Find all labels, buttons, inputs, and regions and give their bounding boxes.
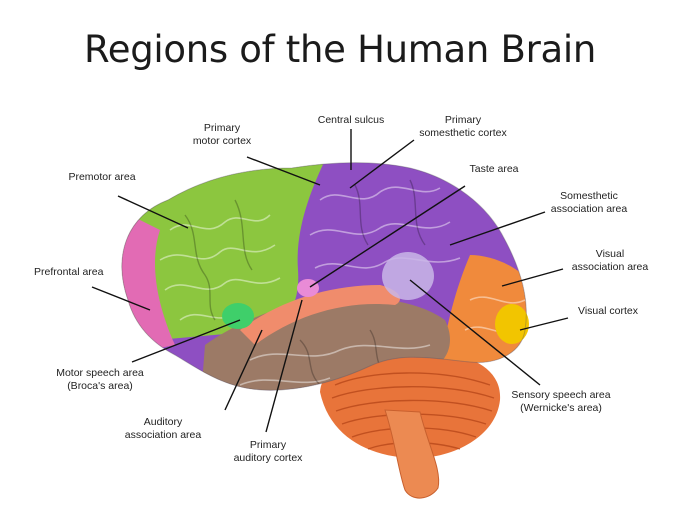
label-taste-area: Taste area: [462, 163, 526, 176]
brain-stem: [384, 409, 440, 499]
label-line: association area: [550, 203, 628, 215]
leader-visual-cortex: [519, 317, 569, 331]
label-primary-auditory-cortex: Primary auditory cortex: [222, 439, 314, 465]
leader-motor-speech-area: [131, 319, 241, 363]
label-line: Prefrontal area: [34, 266, 104, 278]
label-line: (Broca's area): [67, 380, 133, 392]
leader-lines: [91, 129, 569, 433]
label-line: Visual: [595, 248, 625, 260]
leader-visual-association-area: [501, 268, 564, 287]
leader-auditory-association-area: [224, 329, 263, 411]
label-visual-association-area: Visual association area: [561, 248, 659, 274]
label-line: Central sulcus: [317, 114, 385, 126]
label-line: Auditory: [143, 416, 183, 428]
leader-primary-motor-cortex: [246, 156, 321, 186]
label-line: somesthetic cortex: [419, 127, 507, 139]
label-central-sulcus: Central sulcus: [310, 114, 392, 127]
label-line: Motor speech area: [56, 367, 144, 379]
visual-cortex-region: [495, 304, 529, 344]
label-line: association area: [124, 429, 202, 441]
leader-sensory-speech-area: [409, 279, 541, 386]
label-sensory-speech-area: Sensory speech area (Wernicke's area): [505, 389, 617, 415]
label-line: Taste area: [469, 163, 519, 175]
label-somesthetic-association-area: Somesthetic association area: [540, 190, 638, 216]
label-line: motor cortex: [192, 135, 252, 147]
label-line: Visual cortex: [578, 305, 638, 317]
prefrontal-area: [121, 200, 175, 360]
label-auditory-association-area: Auditory association area: [116, 416, 210, 442]
label-motor-speech-area: Motor speech area (Broca's area): [48, 367, 152, 393]
primary-auditory-band: [240, 285, 400, 345]
label-line: auditory cortex: [233, 452, 303, 464]
cerebrum-outline: [121, 162, 527, 391]
diagram-title: Regions of the Human Brain: [83, 28, 596, 71]
label-line: Primary: [249, 439, 287, 451]
label-line: Premotor area: [68, 171, 136, 183]
label-line: Primary: [203, 122, 241, 134]
label-primary-motor-cortex: Primary motor cortex: [188, 122, 256, 148]
leader-taste-area: [309, 185, 466, 288]
label-visual-cortex: Visual cortex: [568, 305, 648, 318]
leader-prefrontal-area: [91, 286, 151, 311]
brocas-area-region: [222, 303, 254, 329]
leader-premotor-area: [117, 195, 189, 229]
label-premotor-area: Premotor area: [62, 171, 142, 184]
label-line: association area: [571, 261, 649, 273]
leader-somesthetic-association-area: [449, 211, 546, 246]
label-primary-somesthetic-cortex: Primary somesthetic cortex: [409, 114, 517, 140]
label-line: Somesthetic: [560, 190, 618, 202]
label-line: Sensory speech area: [511, 389, 611, 401]
label-prefrontal-area: Prefrontal area: [34, 266, 124, 279]
leader-primary-auditory-cortex: [265, 299, 303, 433]
label-line: Primary: [444, 114, 482, 126]
leader-primary-somesthetic-cortex: [349, 139, 415, 189]
taste-area-region: [297, 279, 319, 297]
label-line: (Wernicke's area): [520, 402, 602, 414]
